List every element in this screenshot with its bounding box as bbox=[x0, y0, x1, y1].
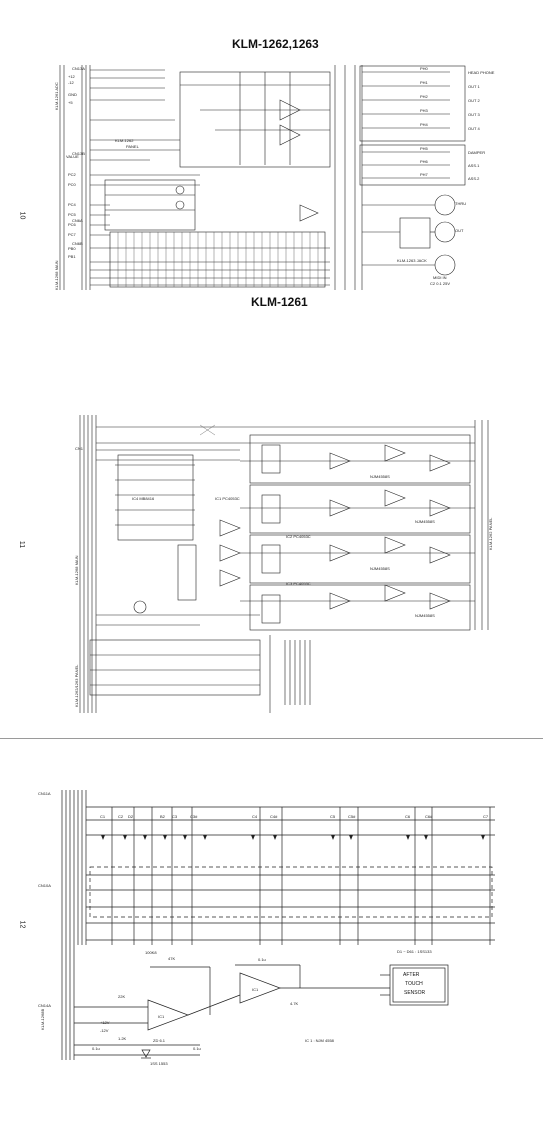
component-value: 4.7K bbox=[290, 1001, 299, 1006]
pin-label: PC7 bbox=[68, 232, 77, 237]
schematic-drawing: CN13A CN13B CN6A CN6B KLM-1261 ADC KLM-1… bbox=[54, 65, 495, 290]
output-label: OUT 3 bbox=[468, 112, 480, 117]
connector-label: CN14A bbox=[38, 1003, 51, 1008]
page-divider bbox=[0, 738, 543, 739]
connector-label: CN10A bbox=[38, 883, 51, 888]
supply-label: -12V bbox=[100, 1028, 109, 1033]
component-value: 0.1u bbox=[258, 957, 266, 962]
ic-label: IC3 PC4053C bbox=[286, 581, 311, 586]
output-label: ASS.2 bbox=[468, 176, 480, 181]
component-value: 47K bbox=[168, 956, 175, 961]
vertical-label: KLM-1268 MAIN bbox=[74, 555, 79, 585]
schematic-drawing: CN11A CN10A CN14A KLM-1268B C1 C2 D2 B2 … bbox=[38, 790, 495, 1066]
component-value: 100K8 bbox=[145, 950, 157, 955]
midi-label: OUT bbox=[455, 228, 464, 233]
opamp-label: NJM4558S bbox=[415, 519, 435, 524]
output-label: OUT 4 bbox=[468, 126, 480, 131]
output-pin: PH5 bbox=[420, 146, 429, 151]
supply-label: +12V bbox=[100, 1020, 110, 1025]
output-pin: PH6 bbox=[420, 159, 429, 164]
sensor-label: AFTER bbox=[403, 972, 420, 978]
jack-block-label: KLM-1263 JACK bbox=[397, 258, 427, 263]
schematic-sheet-klm-1268b: 12 bbox=[0, 745, 543, 1122]
ic-note: IC 1 : NJM 4558 bbox=[305, 1038, 335, 1043]
connector-label: CN6B bbox=[72, 241, 83, 246]
component-value: 1SS 1553 bbox=[150, 1061, 168, 1066]
output-pin: PH3 bbox=[420, 108, 429, 113]
pin-label: VALUE bbox=[66, 154, 79, 159]
ic-label: IC1 PC4053C bbox=[215, 496, 240, 501]
diode-note: D1 ~ D61 : 1SS133 bbox=[397, 949, 432, 954]
pin-label: PC6 bbox=[68, 222, 77, 227]
pin-label: -12 bbox=[68, 80, 75, 85]
opamp-label: NJM4558S bbox=[370, 566, 390, 571]
key-label: B2 bbox=[160, 814, 166, 819]
connector-label: CN13B bbox=[72, 151, 85, 156]
schematic-sheet-klm-1262-1263: KLM-1262,1263 10 bbox=[0, 0, 543, 290]
panel-sub-label: PANEL bbox=[126, 144, 140, 149]
ic-label: IC1 bbox=[252, 987, 259, 992]
panel-label: KLM-1262 bbox=[115, 138, 134, 143]
sensor-label: SENSOR bbox=[404, 990, 426, 996]
component-value: 1.2K bbox=[118, 1036, 127, 1041]
pin-label: PC0 bbox=[68, 182, 77, 187]
midi-label: THRU bbox=[455, 201, 466, 206]
pin-label: PC2 bbox=[68, 172, 77, 177]
key-label: C4 bbox=[252, 814, 258, 819]
schematic-drawing: CN1 KLM-1268 MAIN KLM-1262 PANEL IC4 MB8… bbox=[74, 415, 493, 713]
key-label: C5# bbox=[348, 814, 356, 819]
key-label: C6 bbox=[405, 814, 411, 819]
bottom-note: C2 0.1 25V bbox=[430, 281, 450, 286]
key-label: C1 bbox=[100, 814, 106, 819]
pin-label: PC5 bbox=[68, 212, 77, 217]
output-label: ASS.1 bbox=[468, 163, 480, 168]
pin-label: GND bbox=[68, 92, 77, 97]
key-label: C3# bbox=[190, 814, 198, 819]
vertical-label: KLM-1262/1263 PANEL bbox=[74, 664, 79, 707]
pin-label: PC4 bbox=[68, 202, 77, 207]
sensor-label: TOUCH bbox=[405, 981, 423, 987]
pin-label: +12 bbox=[68, 74, 76, 79]
sheet-title: KLM-1262,1263 bbox=[232, 37, 319, 51]
component-value: 0.1u bbox=[92, 1046, 100, 1051]
output-pin: PH2 bbox=[420, 94, 429, 99]
output-label: OUT 2 bbox=[468, 98, 480, 103]
sheet-title: KLM-1261 bbox=[251, 295, 308, 309]
ic-label: IC2 PC4053C bbox=[286, 534, 311, 539]
component-value: 0.1u bbox=[193, 1046, 201, 1051]
key-label: C5 bbox=[330, 814, 336, 819]
component-value: ZD 6.1 bbox=[153, 1038, 166, 1043]
pin-label: PB0 bbox=[68, 246, 76, 251]
key-label: C2 bbox=[118, 814, 124, 819]
schematic-sheet-klm-1261: KLM-1261 11 bbox=[0, 295, 543, 715]
output-pin: PH4 bbox=[420, 122, 429, 127]
output-pin: PH0 bbox=[420, 66, 429, 71]
ic-label: IC4 MB8416 bbox=[132, 496, 155, 501]
connector-label: CN11A bbox=[38, 791, 51, 796]
key-label: C6# bbox=[425, 814, 433, 819]
opamp-label: NJM4558S bbox=[415, 613, 435, 618]
key-label: C3 bbox=[172, 814, 178, 819]
vertical-label: KLM-1268B bbox=[40, 1009, 45, 1030]
output-label: DAMPER bbox=[468, 150, 485, 155]
key-label: D2 bbox=[128, 814, 134, 819]
output-label: OUT 1 bbox=[468, 84, 480, 89]
key-label: C7 bbox=[483, 814, 489, 819]
midi-label: MIDI IN bbox=[433, 275, 447, 280]
pin-label: PB1 bbox=[68, 254, 76, 259]
output-label: HEAD PHONE bbox=[468, 70, 495, 75]
output-pin: PH7 bbox=[420, 172, 429, 177]
output-pin: PH1 bbox=[420, 80, 429, 85]
vertical-label: KLM-1262 PANEL bbox=[488, 517, 493, 550]
connector-label: CN1 bbox=[75, 446, 84, 451]
vertical-label: KLM-1268 MAIN bbox=[54, 260, 59, 290]
pin-label: +5 bbox=[68, 100, 73, 105]
key-label: C4# bbox=[270, 814, 278, 819]
connector-label: CN13A bbox=[72, 66, 85, 71]
connector-label: CN6A bbox=[72, 218, 83, 223]
ic-label: IC1 bbox=[158, 1014, 165, 1019]
vertical-label: KLM-1261 ADC bbox=[54, 82, 59, 110]
opamp-label: NJM4558S bbox=[370, 474, 390, 479]
component-value: 22K bbox=[118, 994, 125, 999]
